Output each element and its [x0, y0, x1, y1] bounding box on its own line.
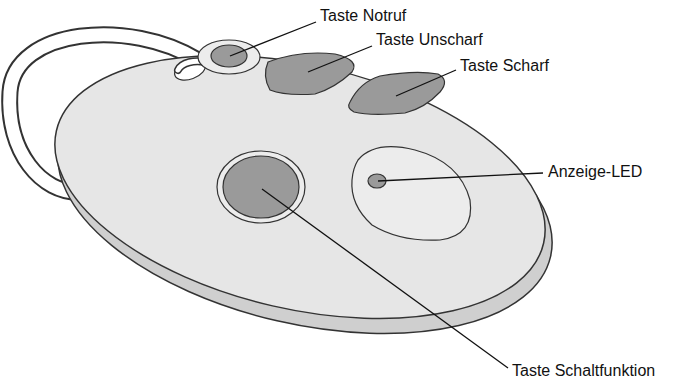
leader-line — [308, 46, 372, 72]
button-ring — [217, 151, 305, 223]
led-area — [352, 147, 471, 241]
leader-line — [230, 22, 316, 56]
leader-line — [262, 189, 508, 368]
part-label: Taste Notruf — [318, 6, 408, 26]
housing — [29, 12, 571, 362]
part-label: Taste Unscharf — [374, 30, 485, 50]
leader-line — [378, 173, 543, 181]
leader-line — [396, 70, 456, 96]
arm-button — [349, 72, 445, 114]
button-ring — [198, 40, 260, 74]
part-label: Anzeige-LED — [546, 162, 644, 182]
part-label: Taste Scharf — [458, 56, 551, 76]
part-label: Taste Schaltfunktion — [510, 361, 657, 381]
switch-button — [223, 156, 299, 218]
emergency-button — [211, 45, 247, 67]
